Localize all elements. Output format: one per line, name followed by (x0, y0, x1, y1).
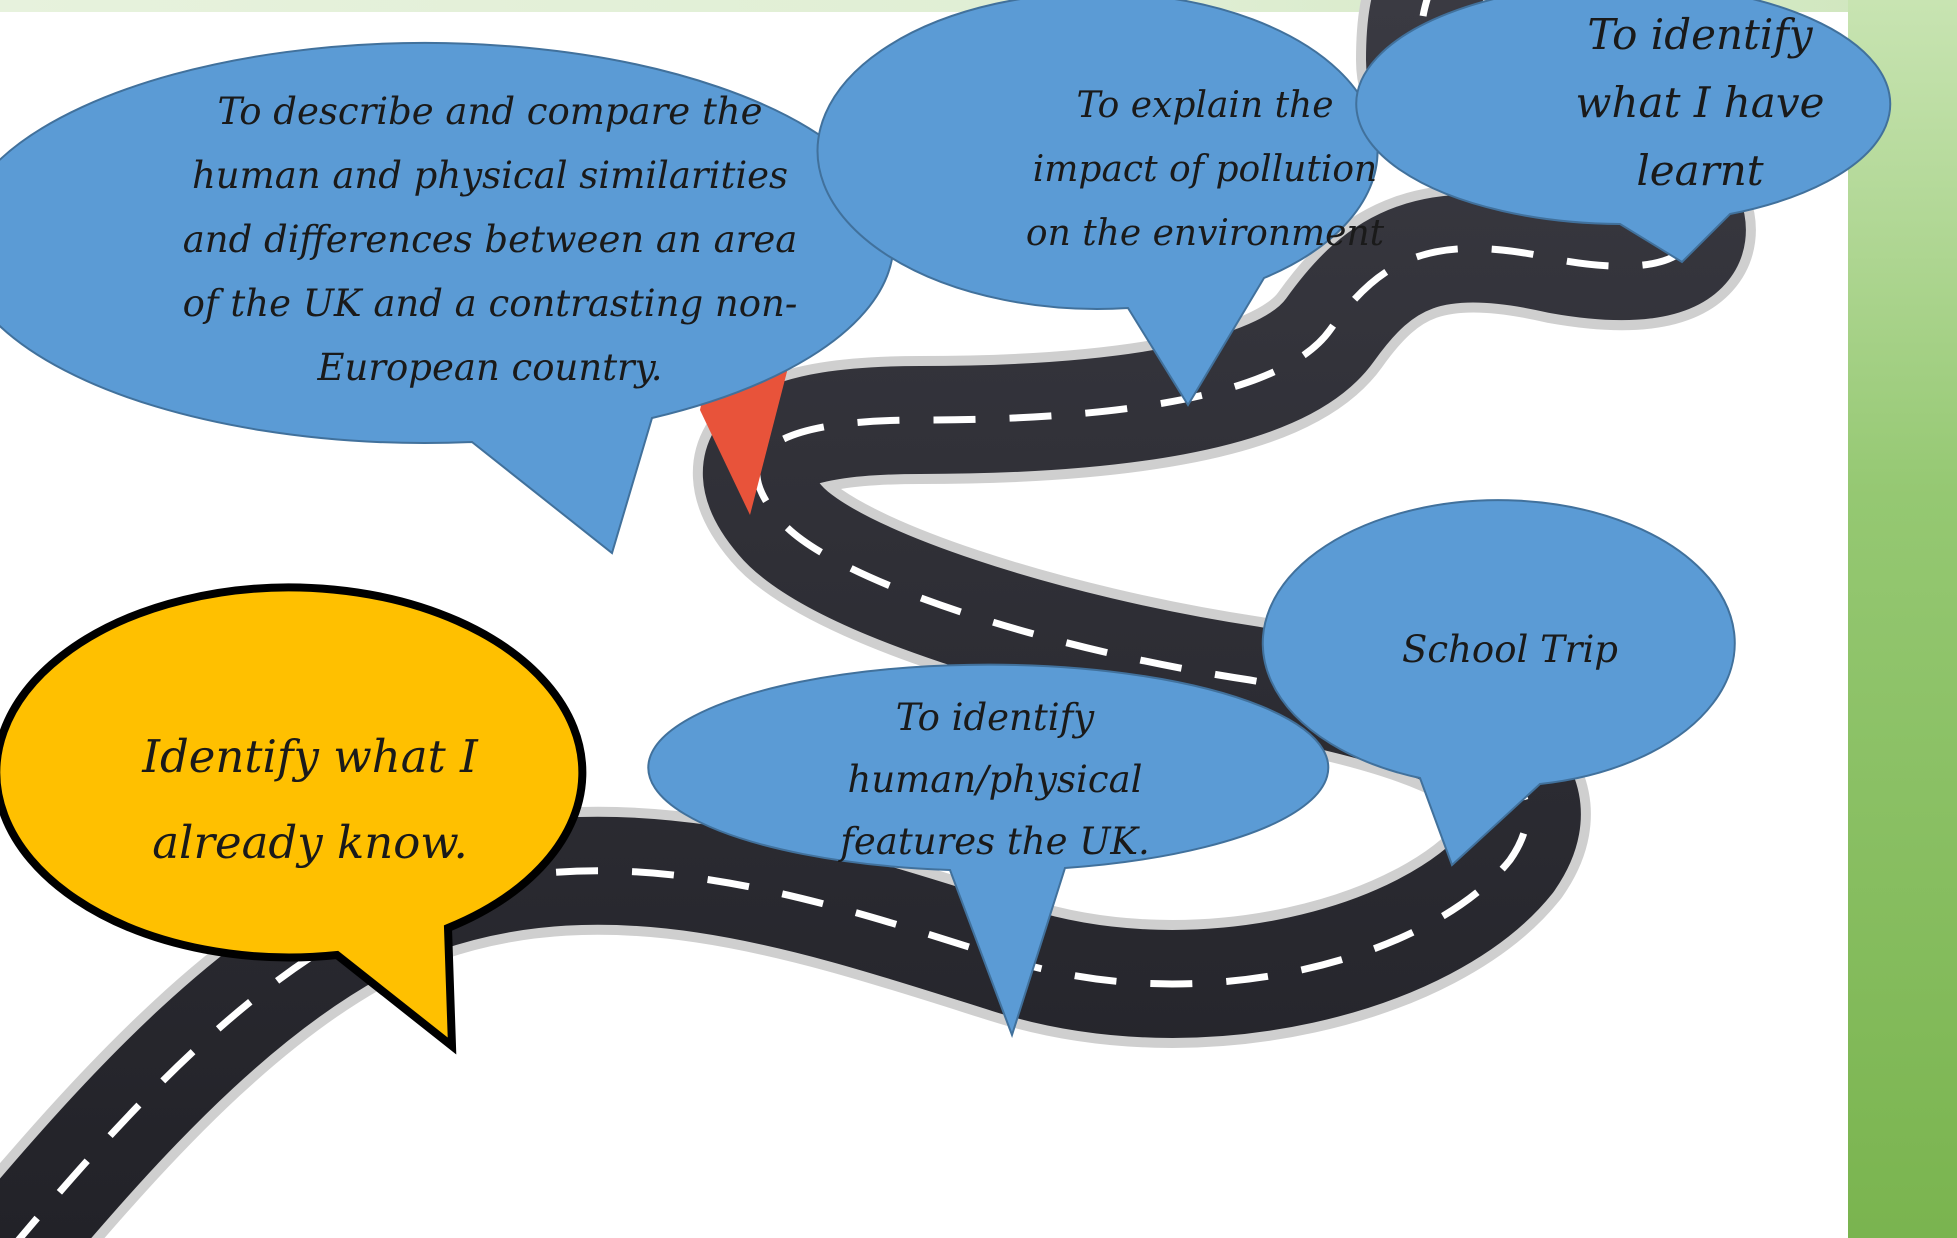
compare-bubble-shape (0, 42, 895, 555)
lane-markings (15, 0, 1696, 1238)
learnt-bubble-text: To identify what I have learnt (1575, 10, 1825, 195)
features-bubble-shape (647, 663, 1330, 1039)
school-trip-bubble-shape (1261, 499, 1736, 867)
compare-bubble-text: To describe and compare the human and ph… (182, 90, 798, 389)
start-bubble-text: Identify what I already know. (142, 730, 478, 869)
pollution-bubble-text: To explain the impact of pollution on th… (1025, 85, 1385, 254)
learnt-bubble-shape (1355, 0, 1892, 264)
start-bubble-shape (0, 583, 587, 1055)
side-accent-band (1848, 0, 1957, 1238)
pollution-bubble-shape (816, 0, 1379, 407)
school-trip-bubble-text: School Trip (1402, 628, 1618, 671)
features-bubble-text: To identify human/physical features the … (840, 696, 1150, 863)
